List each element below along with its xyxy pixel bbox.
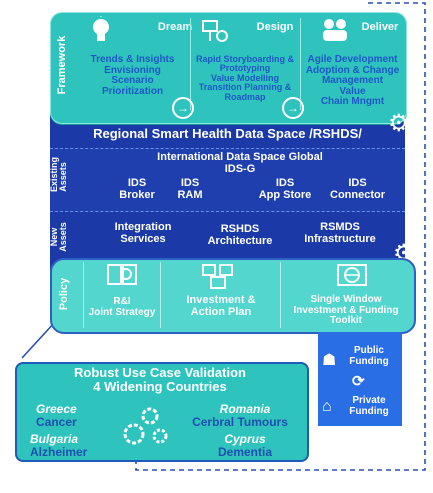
topic-alzheimer: Alzheimer <box>30 445 88 459</box>
arrow-right-icon: → <box>172 97 194 119</box>
column-divider <box>190 18 191 110</box>
gear-icon: ⚙ <box>388 110 410 137</box>
country-romania: Romania <box>219 402 271 416</box>
gears-icon <box>123 407 168 445</box>
public-funding: Public Funding <box>349 345 389 367</box>
integration-services: Integration Services <box>114 221 172 245</box>
design-items: Rapid Storyboarding & Prototyping Value … <box>195 54 294 102</box>
bank-icon: ⌂ <box>322 398 332 415</box>
people-icon: ☗ <box>322 352 337 369</box>
deliver-items: Agile Development Adoption & Change Mana… <box>305 54 400 107</box>
globe-window-icon <box>337 264 367 286</box>
rshds-title: Regional Smart Health Data Space /RSHDS/ <box>93 126 362 141</box>
validation-panel <box>15 362 309 462</box>
investment-action-plan: Investment & Action Plan <box>186 294 256 318</box>
topic-dementia: Dementia <box>217 445 273 459</box>
new-assets-side-label: New Assets <box>49 222 68 252</box>
ids-connector: IDS Connector <box>330 177 385 201</box>
topic-cerbral-tumours: Cerbral Tumours <box>192 415 288 429</box>
column-title-deliver: Deliver <box>361 21 399 33</box>
topic-cancer: Cancer <box>36 415 77 429</box>
rshds-architecture: RSHDS Architecture <box>207 223 273 247</box>
column-divider <box>280 262 281 328</box>
delivery-people-icon <box>323 19 347 41</box>
validation-title: Robust Use Case Validation 4 Widening Co… <box>74 365 246 394</box>
strategy-book-icon <box>107 264 137 285</box>
column-divider <box>300 18 301 110</box>
existing-assets-title: International Data Space Global IDS-G <box>157 151 323 175</box>
framework-panel: Framework <box>50 12 407 124</box>
ids-broker: IDS Broker <box>119 177 155 201</box>
column-divider <box>160 262 161 328</box>
framework-side-label: Framework <box>56 35 68 95</box>
investment-plan-icon <box>202 264 233 289</box>
cycle-icon: ⟳ <box>352 373 365 390</box>
rni-joint-strategy: R&I Joint Strategy <box>88 296 156 318</box>
ids-ram: IDS RAM <box>177 177 203 201</box>
country-greece: Greece <box>36 402 77 416</box>
dream-items: Trends & Insights Envisioning Scenario P… <box>90 54 175 97</box>
arrow-right-icon: → <box>282 97 304 119</box>
ids-app-store: IDS App Store <box>258 177 312 201</box>
country-bulgaria: Bulgaria <box>30 432 79 446</box>
single-window-toolkit: Single Window Investment & Funding Toolk… <box>293 294 399 326</box>
existing-assets-side-label: Existing Assets <box>49 156 68 192</box>
column-title-dream: Dream <box>157 21 193 33</box>
country-cyprus: Cyprus <box>224 432 266 446</box>
private-funding: Private Funding <box>349 395 389 417</box>
policy-side-label: Policy <box>58 277 70 311</box>
existing-assets-band <box>50 148 405 212</box>
funding-panel <box>318 332 402 426</box>
column-divider <box>83 262 84 328</box>
lightbulb-icon <box>93 16 109 41</box>
rsmds-infrastructure: RSMDS Infrastructure <box>304 221 376 245</box>
design-tools-icon <box>202 20 228 42</box>
column-title-design: Design <box>256 21 294 33</box>
